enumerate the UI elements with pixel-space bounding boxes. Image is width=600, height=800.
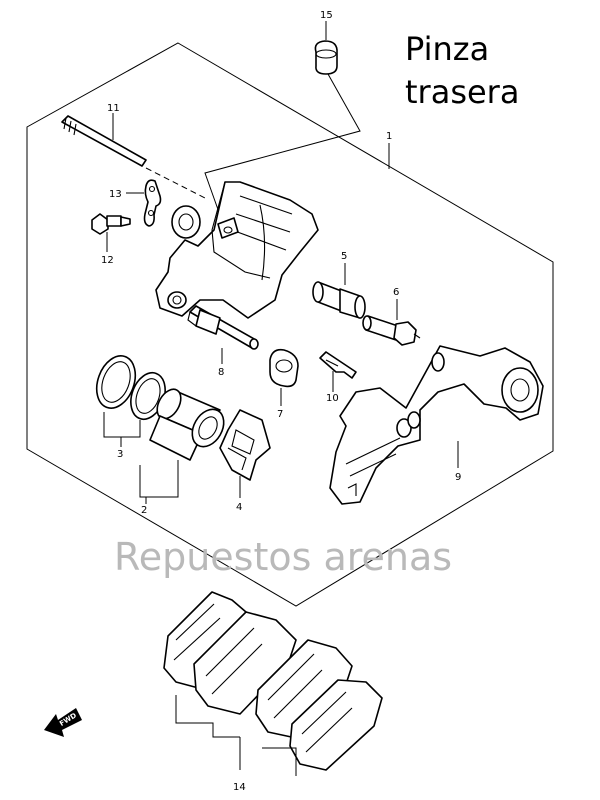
callout-2: 2 bbox=[141, 505, 147, 516]
title-line-2: trasera bbox=[405, 73, 519, 111]
leader-2-bracket bbox=[139, 460, 179, 498]
part-7-boot[interactable] bbox=[269, 348, 299, 388]
callout-14: 14 bbox=[233, 782, 246, 793]
part-9-caliper-bracket[interactable] bbox=[329, 345, 544, 505]
leader-15-to-caliper bbox=[204, 73, 361, 233]
watermark-text: Repuestos arenas bbox=[114, 535, 452, 579]
callout-6: 6 bbox=[393, 287, 399, 298]
part-8-pin[interactable] bbox=[187, 305, 259, 350]
callout-1: 1 bbox=[386, 131, 392, 142]
part-14-brake-pads[interactable] bbox=[163, 591, 383, 771]
pin-alignment-dash bbox=[145, 167, 206, 199]
part-10-pad-spring[interactable] bbox=[319, 351, 357, 379]
callout-11: 11 bbox=[107, 103, 120, 114]
callout-12: 12 bbox=[101, 255, 114, 266]
part-13-clip[interactable] bbox=[143, 179, 162, 227]
callout-8: 8 bbox=[218, 367, 224, 378]
leader-3-bracket bbox=[103, 412, 141, 438]
part-15-bleeder-cap[interactable] bbox=[314, 40, 338, 75]
callout-7: 7 bbox=[277, 409, 283, 420]
forward-arrow-icon: FWD bbox=[44, 708, 82, 737]
callout-15: 15 bbox=[320, 10, 333, 21]
callout-4: 4 bbox=[236, 502, 242, 513]
part-2-piston[interactable] bbox=[149, 385, 230, 461]
part-12-bleeder-valve[interactable] bbox=[91, 213, 131, 235]
part-6-pin-bolt[interactable] bbox=[362, 315, 421, 346]
part-11-pin[interactable] bbox=[61, 115, 147, 167]
title-line-1: Pinza bbox=[405, 30, 489, 68]
leader-14-bracket-left bbox=[175, 695, 240, 738]
part-4-pad-shim[interactable] bbox=[219, 409, 271, 481]
callout-13: 13 bbox=[109, 189, 122, 200]
leader-14-bracket-right bbox=[262, 747, 297, 776]
callout-10: 10 bbox=[326, 393, 339, 404]
caliper-body[interactable] bbox=[155, 181, 319, 319]
callout-5: 5 bbox=[341, 251, 347, 262]
part-5-bushing[interactable] bbox=[312, 281, 366, 319]
assembly-boundary-frame bbox=[26, 42, 554, 607]
callout-3: 3 bbox=[117, 449, 123, 460]
callout-9: 9 bbox=[455, 472, 461, 483]
